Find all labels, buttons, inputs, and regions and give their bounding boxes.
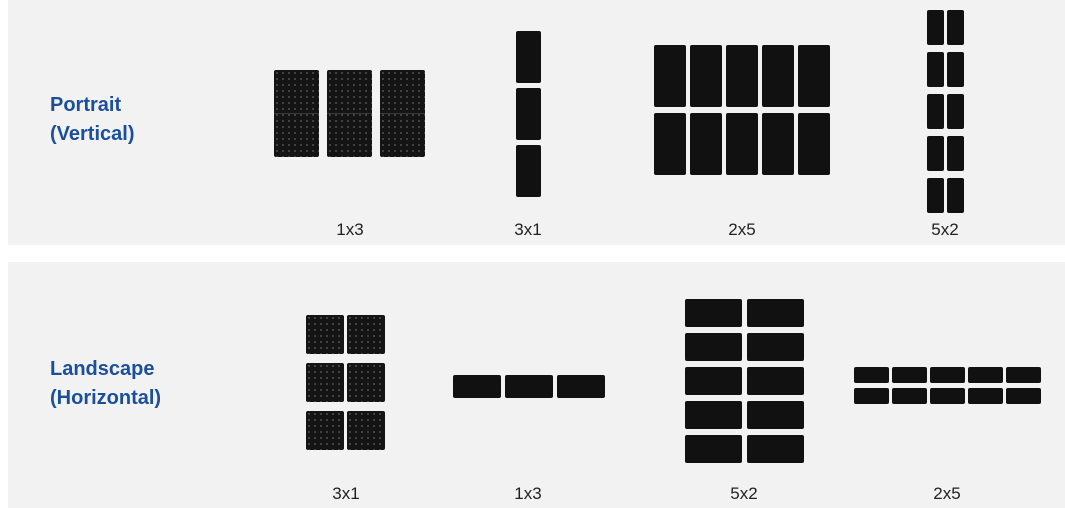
solar-module <box>685 299 742 327</box>
solar-module <box>557 375 605 398</box>
solar-module <box>516 88 541 140</box>
solar-module <box>947 10 964 45</box>
solar-module <box>892 388 927 404</box>
portrait-caption-3: 2x5 <box>702 220 782 240</box>
solar-module <box>947 136 964 171</box>
landscape-caption-2: 1x3 <box>488 484 568 504</box>
solar-module <box>347 315 385 354</box>
solar-module <box>685 367 742 395</box>
portrait-caption-1: 1x3 <box>310 220 390 240</box>
solar-module <box>747 435 804 463</box>
solar-module <box>347 363 385 402</box>
solar-module <box>1006 367 1041 383</box>
solar-module <box>654 45 686 107</box>
solar-module <box>685 435 742 463</box>
portrait-caption-2: 3x1 <box>488 220 568 240</box>
solar-module <box>690 113 722 175</box>
portrait-title-line2: (Vertical) <box>50 120 134 149</box>
solar-module <box>927 10 944 45</box>
solar-module <box>747 299 804 327</box>
solar-module <box>505 375 553 398</box>
solar-module <box>927 136 944 171</box>
solar-module <box>927 94 944 129</box>
landscape-title-line1: Landscape <box>50 355 161 384</box>
solar-module <box>453 375 501 398</box>
solar-module <box>798 113 830 175</box>
solar-module <box>968 367 1003 383</box>
solar-module <box>930 388 965 404</box>
landscape-caption-3: 5x2 <box>704 484 784 504</box>
solar-module <box>327 70 372 157</box>
solar-module <box>1006 388 1041 404</box>
solar-module <box>747 401 804 429</box>
solar-module <box>947 94 964 129</box>
solar-module <box>347 411 385 450</box>
solar-module <box>968 388 1003 404</box>
solar-module <box>927 52 944 87</box>
solar-module <box>947 52 964 87</box>
solar-module <box>690 45 722 107</box>
portrait-section-title: Portrait (Vertical) <box>50 91 134 149</box>
solar-module <box>685 401 742 429</box>
solar-module <box>927 178 944 213</box>
solar-module <box>516 31 541 83</box>
solar-module <box>306 411 344 450</box>
solar-module <box>726 113 758 175</box>
solar-module <box>274 70 319 157</box>
solar-module <box>306 363 344 402</box>
landscape-section-title: Landscape (Horizontal) <box>50 355 161 413</box>
solar-module <box>762 45 794 107</box>
solar-module <box>930 367 965 383</box>
solar-module <box>306 315 344 354</box>
landscape-caption-4: 2x5 <box>907 484 987 504</box>
solar-module <box>892 367 927 383</box>
solar-module <box>798 45 830 107</box>
portrait-title-line1: Portrait <box>50 91 134 120</box>
solar-module <box>762 113 794 175</box>
solar-module <box>854 388 889 404</box>
landscape-caption-1: 3x1 <box>306 484 386 504</box>
solar-module <box>747 333 804 361</box>
portrait-caption-4: 5x2 <box>905 220 985 240</box>
solar-module <box>516 145 541 197</box>
solar-module <box>726 45 758 107</box>
solar-module <box>380 70 425 157</box>
solar-module <box>947 178 964 213</box>
portrait-section: Portrait (Vertical) 1x3 3x1 2x5 <box>8 0 1065 245</box>
solar-module <box>747 367 804 395</box>
solar-module <box>685 333 742 361</box>
solar-module <box>854 367 889 383</box>
solar-module <box>654 113 686 175</box>
landscape-title-line2: (Horizontal) <box>50 384 161 413</box>
landscape-section: Landscape (Horizontal) 3x1 1x3 5x2 <box>8 262 1065 508</box>
